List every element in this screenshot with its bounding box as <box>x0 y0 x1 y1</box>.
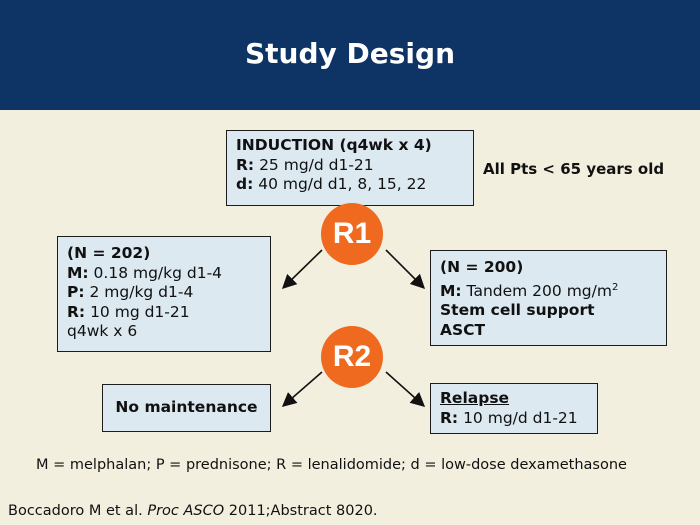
induction-r-label: R: <box>236 155 255 174</box>
mpr-cycle: q4wk x 6 <box>67 322 138 340</box>
relapse-heading: Relapse <box>440 389 510 407</box>
mel200-m-label: M: <box>440 281 462 300</box>
citation-rest: 2011;Abstract 8020. <box>224 503 378 519</box>
mel200-m-text: Tandem 200 mg/m <box>461 281 612 300</box>
page-title: Study Design <box>245 37 455 70</box>
induction-d-text: 40 mg/d d1, 8, 15, 22 <box>253 175 427 193</box>
maintenance-r-line: R: 10 mg/d d1-21 <box>440 409 597 429</box>
r1-right-arrow <box>385 249 426 290</box>
maintenance-r-text: 10 mg/d d1-21 <box>458 408 578 427</box>
r1-randomization-circle: R1 <box>321 203 383 265</box>
mpr-arm-box: (N = 202) M: 0.18 mg/kg d1-4 P: 2 mg/kg … <box>57 236 271 352</box>
mel200-arm-box: (N = 200) M: Tandem 200 mg/m2 Stem cell … <box>430 250 667 346</box>
r2-randomization-circle: R2 <box>321 326 383 388</box>
no-maintenance-box: No maintenance <box>102 384 271 432</box>
mpr-arm-n: (N = 202) <box>67 244 151 262</box>
mpr-m-line: M: 0.18 mg/kg d1-4 <box>67 264 270 284</box>
induction-heading: INDUCTION (q4wk x 4) <box>236 136 432 154</box>
abbreviation-legend: M = melphalan; P = prednisone; R = lenal… <box>36 457 627 473</box>
mpr-p-text: 2 mg/kg d1-4 <box>84 283 194 301</box>
maintenance-box: Relapse R: 10 mg/d d1-21 <box>430 383 598 434</box>
r1-left-arrow <box>281 249 323 290</box>
title-banner: Study Design <box>0 0 700 110</box>
mpr-r-label: R: <box>67 302 86 321</box>
mpr-p-line: P: 2 mg/kg d1-4 <box>67 283 270 303</box>
no-maintenance-label: No maintenance <box>115 398 258 416</box>
mel200-asct: ASCT <box>440 320 486 339</box>
induction-d-line: d: 40 mg/d d1, 8, 15, 22 <box>236 175 473 195</box>
citation-authors: Boccadoro M et al. <box>8 503 148 519</box>
maintenance-r-label: R: <box>440 408 459 427</box>
induction-r-line: R: 25 mg/d d1-21 <box>236 156 473 176</box>
induction-box: INDUCTION (q4wk x 4) R: 25 mg/d d1-21 d:… <box>226 130 474 206</box>
citation-journal: Proc ASCO <box>147 503 225 519</box>
mpr-m-label: M: <box>67 263 89 282</box>
mel200-m-superscript: 2 <box>611 281 619 293</box>
mel200-m-line: M: Tandem 200 mg/m2 <box>440 278 666 302</box>
age-note: All Pts < 65 years old <box>483 160 665 178</box>
mpr-r-line: R: 10 mg d1-21 <box>67 303 270 323</box>
induction-r-text: 25 mg/d d1-21 <box>254 155 374 174</box>
mpr-r-text: 10 mg d1-21 <box>85 302 190 321</box>
r2-right-arrow <box>385 371 426 407</box>
mpr-m-text: 0.18 mg/kg d1-4 <box>88 263 223 282</box>
mel200-support: Stem cell support <box>440 301 595 320</box>
induction-d-label: d: <box>236 175 254 193</box>
citation: Boccadoro M et al. Proc ASCO 2011;Abstra… <box>8 503 378 519</box>
mpr-p-label: P: <box>67 283 85 301</box>
r2-left-arrow <box>281 371 323 407</box>
mel200-arm-n: (N = 200) <box>440 258 524 276</box>
